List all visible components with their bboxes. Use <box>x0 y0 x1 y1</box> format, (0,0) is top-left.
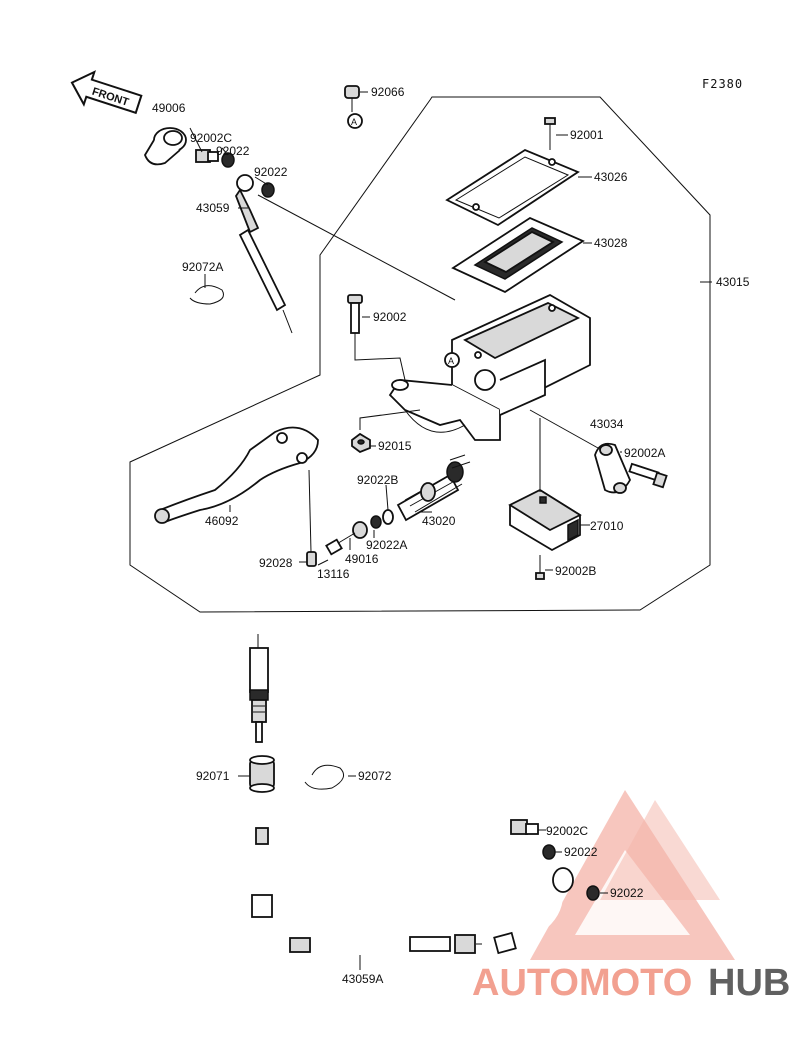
seal-92022A <box>370 515 382 529</box>
label-92072: 92072 <box>358 769 392 783</box>
label-92002C-top: 92002C <box>190 131 232 145</box>
label-49016: 49016 <box>345 552 379 566</box>
boot-49006 <box>144 127 187 166</box>
label-92022-b: 92022 <box>254 165 288 179</box>
watermark-text-part1: AUTOMOTO <box>472 962 692 1004</box>
label-43015: 43015 <box>716 275 750 289</box>
bolt-92002A <box>628 462 668 489</box>
piston-kit-43020 <box>396 454 471 522</box>
hose-43059 <box>234 174 293 334</box>
figure-code: F2380 <box>702 77 743 91</box>
label-43026: 43026 <box>594 170 628 184</box>
label-92022-d: 92022 <box>610 886 644 900</box>
ref-marker-a-body-label: A <box>448 356 454 366</box>
lever-46092 <box>154 426 319 524</box>
label-43059: 43059 <box>196 201 230 215</box>
label-92022-a: 92022 <box>216 144 250 158</box>
pivot-bolt-92002 <box>347 294 363 350</box>
label-92022A: 92022A <box>366 538 407 552</box>
leader-92015 <box>359 409 421 430</box>
washer-92022-d <box>586 885 600 901</box>
screw-92001 <box>544 117 556 150</box>
label-92071: 92071 <box>196 769 230 783</box>
pin-92028 <box>306 551 317 567</box>
washer-92022-a <box>221 152 235 168</box>
label-27010: 27010 <box>590 519 624 533</box>
label-13116: 13116 <box>317 567 350 581</box>
label-92022B: 92022B <box>357 473 398 487</box>
diaphragm-43028 <box>451 216 585 294</box>
switch-27010 <box>508 488 582 552</box>
circlip-92072 <box>304 764 345 790</box>
clamp-43034 <box>594 442 632 494</box>
label-49006: 49006 <box>152 101 186 115</box>
ref-marker-a-top-label: A <box>351 117 357 127</box>
watermark: AUTOMOTO HUB <box>472 790 790 1004</box>
banjo-bolt-92002C-bottom <box>510 819 539 835</box>
hose-upper-end <box>249 634 269 743</box>
leader-lines <box>189 91 712 970</box>
nut-92015 <box>351 432 371 454</box>
cap-92066 <box>344 85 360 112</box>
leader-92002 <box>354 350 406 381</box>
label-92072A: 92072A <box>182 260 223 274</box>
label-92002A: 92002A <box>624 446 665 460</box>
label-92028: 92028 <box>259 556 293 570</box>
label-92002: 92002 <box>373 310 407 324</box>
label-43020: 43020 <box>422 514 456 528</box>
hose-43059A <box>251 827 574 959</box>
leader-pin-to-lever <box>308 469 312 553</box>
label-92001: 92001 <box>570 128 604 142</box>
push-rod-49016 <box>325 521 368 556</box>
reservoir-cap-43026 <box>445 148 580 227</box>
label-92015: 92015 <box>378 439 412 453</box>
label-92002B: 92002B <box>555 564 596 578</box>
watermark-text-part2: HUB <box>708 962 790 1004</box>
label-43028: 43028 <box>594 236 628 250</box>
grommet-92071 <box>249 755 275 793</box>
label-92066: 92066 <box>371 85 405 99</box>
label-92002C-bottom: 92002C <box>546 824 588 838</box>
screw-92002B <box>535 555 545 580</box>
washer-92022B <box>382 509 394 525</box>
banjo-bolt-92002C-top <box>195 149 219 163</box>
ref-marker-a-top <box>347 113 363 129</box>
leader-43034 <box>529 409 599 449</box>
assembly-boundary <box>129 96 711 613</box>
label-43034: 43034 <box>590 417 624 431</box>
front-arrow: FRONT <box>70 70 143 115</box>
label-92022-c: 92022 <box>564 845 598 859</box>
leader-hose-to-body <box>257 194 456 301</box>
washer-92022-c <box>542 844 556 860</box>
label-43059A: 43059A <box>342 972 383 986</box>
master-cylinder-body-43015 <box>388 293 591 441</box>
circlip-92072A <box>189 285 224 305</box>
part-labels: 49006 92002C 92022 92022 43059 92072A 92… <box>152 85 750 986</box>
washer-92022-b <box>261 182 275 198</box>
label-46092: 46092 <box>205 514 239 528</box>
ref-marker-a-body <box>444 352 460 368</box>
